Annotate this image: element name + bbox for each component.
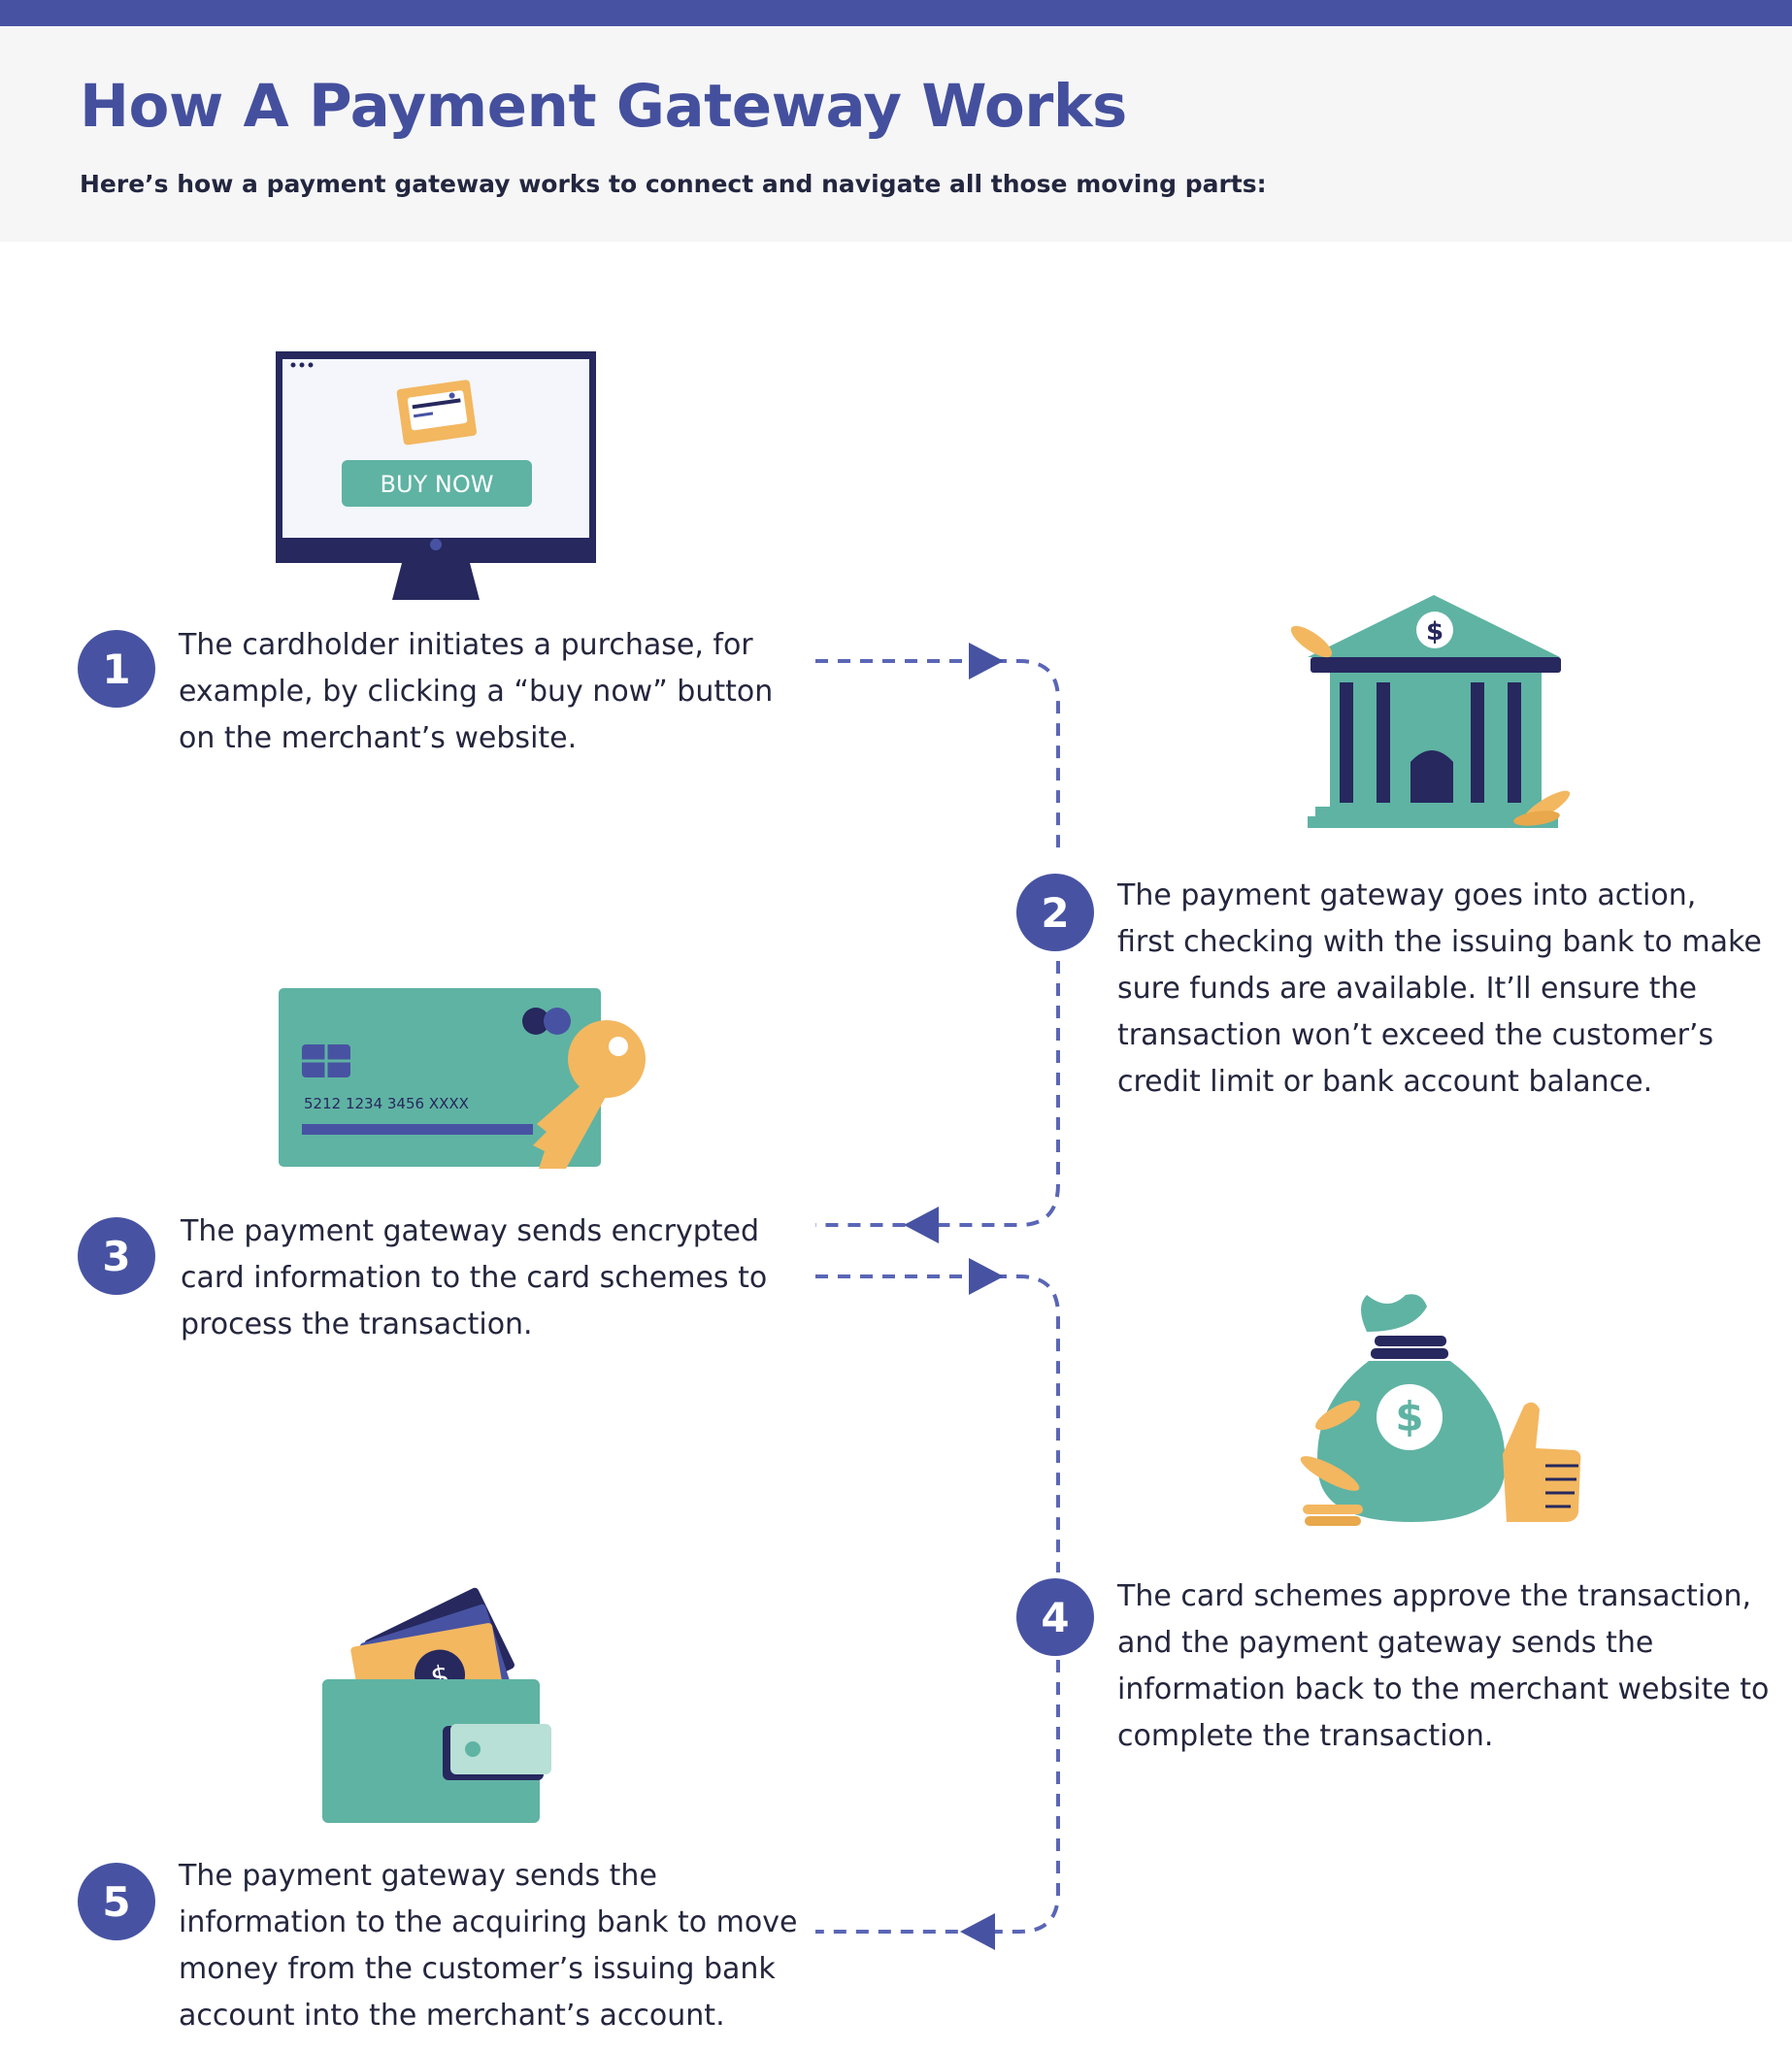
bank-building-icon: $ — [1290, 595, 1571, 828]
step-1-line: The cardholder initiates a purchase, for — [179, 628, 753, 662]
step-1-line: on the merchant’s website. — [179, 721, 578, 755]
buy-now-label: BUY NOW — [381, 471, 494, 498]
step-4-line: information back to the merchant website… — [1117, 1672, 1770, 1706]
step-2-description: The payment gateway goes into action, fi… — [1117, 873, 1762, 1106]
header-band — [0, 26, 1792, 242]
connector-4-to-5 — [815, 1660, 1060, 1934]
step-2-line: transaction won’t exceed the customer’s — [1117, 1018, 1714, 1052]
card-number-label: 5212 1234 3456 XXXX — [304, 1095, 469, 1112]
step-5-line: The payment gateway sends the — [179, 1859, 657, 1893]
page-subtitle: Here’s how a payment gateway works to co… — [80, 170, 1267, 198]
credit-card-key-icon: 5212 1234 3456 XXXX — [279, 988, 646, 1169]
step-5-line: information to the acquiring bank to mov… — [179, 1905, 798, 1939]
arrowhead-2 — [904, 1207, 939, 1243]
page-title: How A Payment Gateway Works — [80, 72, 1127, 141]
step-4-badge: 4 — [1016, 1578, 1094, 1656]
arrowhead-1 — [969, 643, 1004, 679]
step-5-badge: 5 — [78, 1863, 155, 1940]
step-2-badge: 2 — [1016, 874, 1094, 951]
step-5-description: The payment gateway sends the informatio… — [179, 1853, 797, 2039]
bank-dollar-label: $ — [1426, 617, 1444, 646]
wallet-cash-icon: $ — [322, 1587, 551, 1823]
step-1-line: example, by clicking a “buy now” button — [179, 675, 774, 709]
buy-now-badge — [342, 460, 532, 507]
arrowhead-3 — [969, 1258, 1004, 1295]
card-stack-icon — [396, 380, 477, 446]
connector-2-to-3 — [815, 961, 1060, 1227]
step-2-line: first checking with the issuing bank to … — [1117, 925, 1762, 959]
step-4-description: The card schemes approve the transaction… — [1117, 1573, 1769, 1760]
arrowhead-4 — [960, 1913, 995, 1950]
bag-dollar-label: $ — [1395, 1393, 1423, 1440]
money-bag-thumbs-up-icon: $ — [1300, 1294, 1581, 1526]
step-2-line: The payment gateway goes into action, — [1117, 878, 1697, 912]
step-4-line: complete the transaction. — [1117, 1719, 1494, 1753]
step-2-line: sure funds are available. It’ll ensure t… — [1117, 972, 1698, 1006]
connector-3-to-4 — [815, 1274, 1060, 1572]
step-5-line: account into the merchant’s account. — [179, 1999, 725, 2033]
step-4-line: The card schemes approve the transaction… — [1117, 1579, 1752, 1613]
step-3-description: The payment gateway sends encrypted card… — [181, 1208, 767, 1348]
step-3-line: The payment gateway sends encrypted — [181, 1214, 760, 1248]
step-5-line: money from the customer’s issuing bank — [179, 1952, 776, 1986]
step-3-badge: 3 — [78, 1217, 155, 1295]
step-3-line: process the transaction. — [181, 1307, 533, 1341]
step-2-line: credit limit or bank account balance. — [1117, 1065, 1653, 1099]
step-4-line: and the payment gateway sends the — [1117, 1626, 1654, 1660]
connector-1-to-2 — [815, 659, 1060, 854]
monitor-buy-now-icon: BUY NOW — [276, 351, 596, 600]
step-3-line: card information to the card schemes to — [181, 1261, 768, 1295]
step-1-description: The cardholder initiates a purchase, for… — [179, 622, 773, 762]
step-1-badge: 1 — [78, 630, 155, 708]
top-accent-bar — [0, 0, 1792, 26]
